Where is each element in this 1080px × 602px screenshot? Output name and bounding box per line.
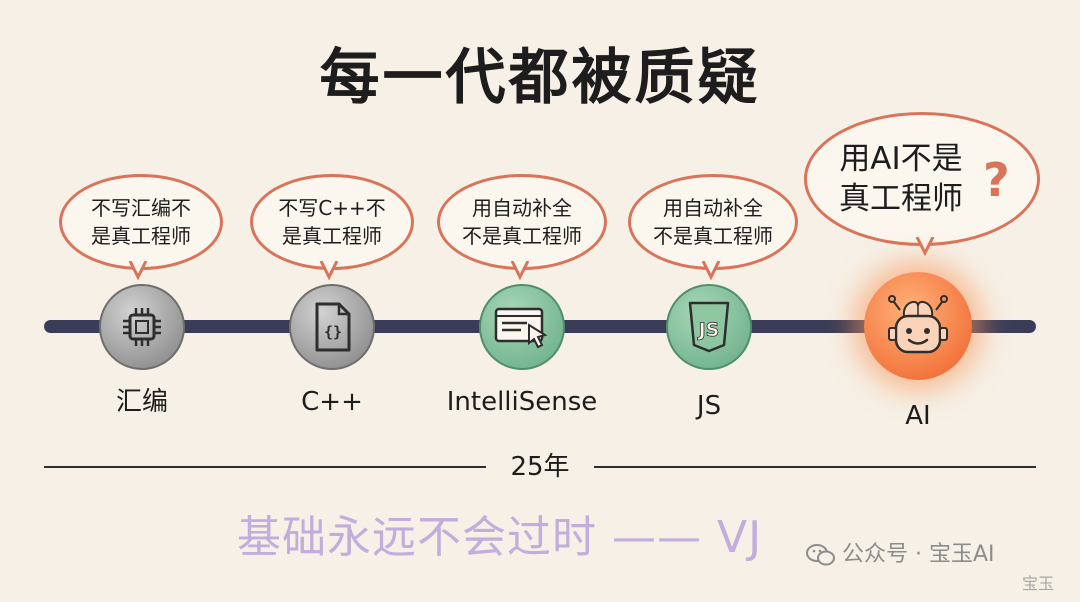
span-line-right — [594, 466, 1036, 468]
autocomplete-window-icon — [494, 307, 548, 349]
milestone-node-ai — [864, 272, 972, 380]
quote-text: 不写C++不 是真工程师 — [278, 196, 386, 248]
quote-text: 用AI不是 真工程师 — [839, 141, 963, 217]
question-mark: ? — [983, 153, 1010, 207]
milestone-node-cpp: {} — [289, 284, 375, 370]
svg-text:{}: {} — [324, 323, 342, 341]
quote-text: 用自动补全 不是真工程师 — [653, 196, 773, 248]
milestone-node-intellisense — [479, 284, 565, 370]
milestone-label-js: JS — [696, 391, 722, 421]
motto-text: 基础永远不会过时 —— VJ — [237, 512, 763, 563]
span-line-left — [44, 466, 486, 468]
js-shield-icon: JS — [688, 301, 730, 353]
watermark-text: 公众号 · 宝玉AI — [842, 542, 995, 567]
milestone-node-js: JS — [666, 284, 752, 370]
watermark: 公众号 · 宝玉AI — [806, 540, 995, 570]
quote-bubble-ai: 用AI不是 真工程师 ? — [804, 112, 1040, 257]
milestone-label-intellisense: IntelliSense — [446, 387, 598, 417]
svg-text:JS: JS — [697, 319, 720, 341]
chip-icon — [123, 308, 161, 346]
quote-bubble-cpp: 不写C++不 是真工程师 — [250, 174, 414, 281]
milestone-label-assembly: 汇编 — [115, 387, 168, 417]
quote-bubble-assembly: 不写汇编不 是真工程师 — [59, 174, 223, 281]
corner-watermark: 宝玉 — [1022, 574, 1055, 593]
milestone-label-cpp: C++ — [301, 387, 363, 417]
page-title: 每一代都被质疑 — [319, 43, 761, 113]
wechat-icon — [806, 544, 835, 566]
quote-bubble-intellisense: 用自动补全 不是真工程师 — [437, 174, 607, 281]
quote-text: 不写汇编不 是真工程师 — [91, 196, 191, 248]
milestone-label-ai: AI — [905, 401, 931, 431]
quote-bubble-js: 用自动补全 不是真工程师 — [628, 174, 798, 281]
robot-brain-icon — [888, 295, 948, 354]
milestone-node-assembly — [99, 284, 185, 370]
code-file-icon: {} — [315, 302, 351, 352]
span-label: 25年 — [510, 452, 570, 482]
quote-text: 用自动补全 不是真工程师 — [462, 196, 582, 248]
